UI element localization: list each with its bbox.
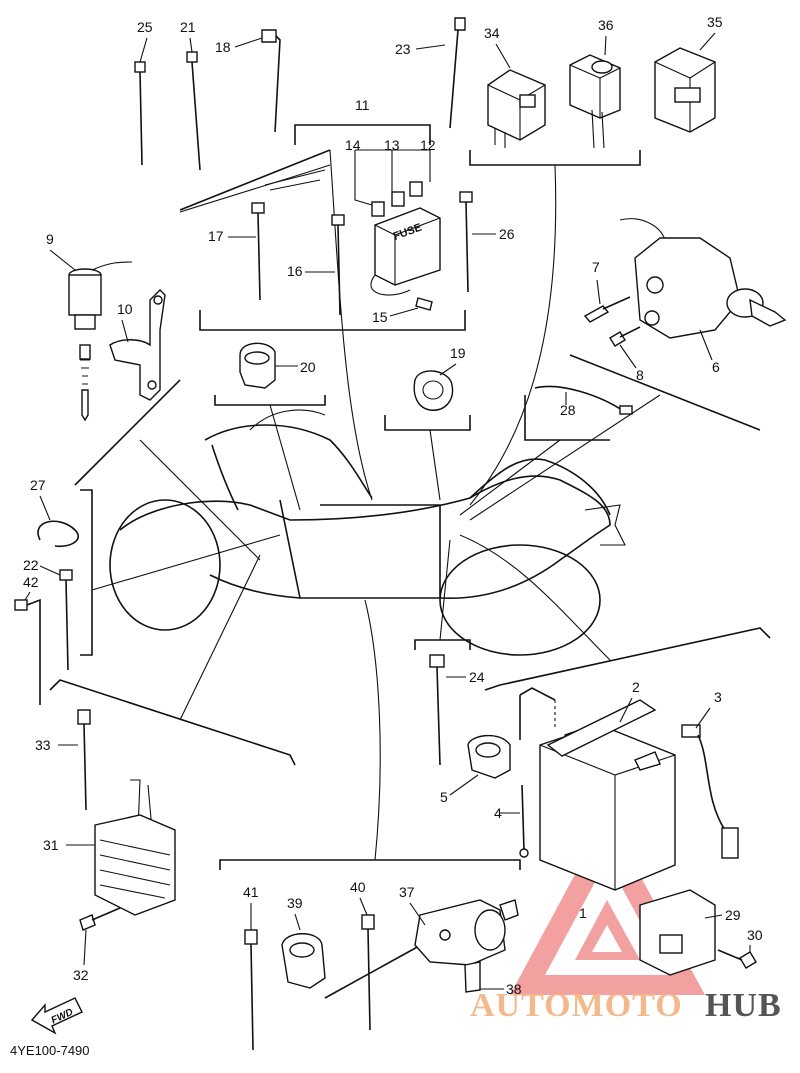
part-callout-29: 29 [725,907,741,923]
starter-relay [324,899,519,999]
motorcycle-outline [109,409,626,656]
callout-leader-39 [294,913,301,931]
part-callout-12: 12 [420,137,436,153]
part-callout-36: 36 [598,17,614,33]
part-callout-34: 34 [484,25,500,41]
battery-lead-4 [519,687,556,858]
callout-leader-25 [139,37,148,63]
rectifier [79,779,176,931]
part-callout-3: 3 [714,689,722,705]
wire-28 [534,385,633,415]
part-callout-2: 2 [632,679,640,695]
part-callout-17: 17 [208,228,224,244]
callout-leader-8 [619,344,637,369]
callout-leader-32 [83,929,87,966]
callout-leader-21 [189,37,193,53]
part-callout-1: 1 [579,905,587,921]
callout-leader-27 [39,495,51,521]
callout-leader-37 [409,902,426,926]
part-callout-27: 27 [30,477,46,493]
part-29 [639,889,757,976]
part-callout-19: 19 [450,345,466,361]
part-callout-6: 6 [712,359,720,375]
part-callout-42: 42 [23,574,39,590]
part-callout-41: 41 [243,884,259,900]
bracket-10 [109,289,166,401]
callout-leader-42 [24,591,31,601]
clamp-19 [413,370,454,411]
part-callout-38: 38 [506,981,522,997]
callout-leader-5 [449,774,479,796]
callout-leader-6 [699,329,713,361]
diagram-code: 4YE100-7490 [10,1043,90,1058]
fwd-arrow-icon: FWD [30,997,83,1035]
leader-lines [91,149,661,861]
part-callout-35: 35 [707,14,723,30]
part-callout-7: 7 [592,259,600,275]
part-callout-16: 16 [287,263,303,279]
part-callout-33: 33 [35,737,51,753]
callout-leader-19 [439,363,457,376]
callout-leader-3 [695,707,711,729]
part-callout-9: 9 [46,231,54,247]
relay-34 [487,69,546,148]
part-callout-13: 13 [384,137,400,153]
part-callout-21: 21 [180,19,196,35]
watermark-brand: AUTOMOTO HUB [470,987,782,1024]
fuse-box: FUSE [179,149,441,311]
callout-leader-10 [121,319,129,343]
part-callout-37: 37 [399,884,415,900]
callout-leader-40 [359,897,368,916]
part-callout-10: 10 [117,301,133,317]
battery-lead-3 [681,724,739,859]
part-callout-23: 23 [395,41,411,57]
part-callout-15: 15 [372,309,388,325]
callout-leader-15 [389,307,419,317]
relay-36 [569,54,621,149]
callout-leader-36 [604,35,607,56]
main-switch [583,218,787,347]
group-brackets [49,124,771,870]
callout-leader-2 [619,697,633,723]
part-callout-18: 18 [215,39,231,55]
part-callout-32: 32 [73,967,89,983]
callout-leader-22 [39,565,61,576]
part-callout-30: 30 [747,927,763,943]
part-callout-14: 14 [345,137,361,153]
part-callout-40: 40 [350,879,366,895]
watermark-brand-right: HUB [705,987,782,1024]
part-callout-11: 11 [355,97,370,113]
wire-27 [37,520,79,548]
part-callout-39: 39 [287,895,303,911]
battery-band [546,699,657,757]
part-callout-22: 22 [23,557,39,573]
clamp-39 [281,933,326,989]
part-callout-8: 8 [636,367,644,383]
part-callout-4: 4 [494,805,502,821]
part-callout-26: 26 [499,226,515,242]
part-callout-24: 24 [469,669,485,685]
callout-leader-29 [704,914,723,919]
relay-35 [654,47,716,133]
watermark-brand-left: AUTOMOTO [470,987,683,1024]
part-callout-25: 25 [137,19,153,35]
part-callout-20: 20 [300,359,316,375]
clamp-5 [467,734,511,779]
part-callouts: 1234567891011121314151617181920212223242… [23,14,763,997]
sensor-9 [68,261,133,422]
part-callout-5: 5 [440,789,448,805]
clamp-20 [239,342,276,389]
callout-leader-34 [495,43,511,69]
callout-leader-9 [49,249,76,271]
part-callout-31: 31 [43,837,59,853]
callout-leader-18 [234,37,263,48]
callout-leader-7 [596,279,601,305]
callout-leader-35 [699,32,716,51]
part-callout-28: 28 [560,402,576,418]
callout-leader-23 [415,44,446,50]
